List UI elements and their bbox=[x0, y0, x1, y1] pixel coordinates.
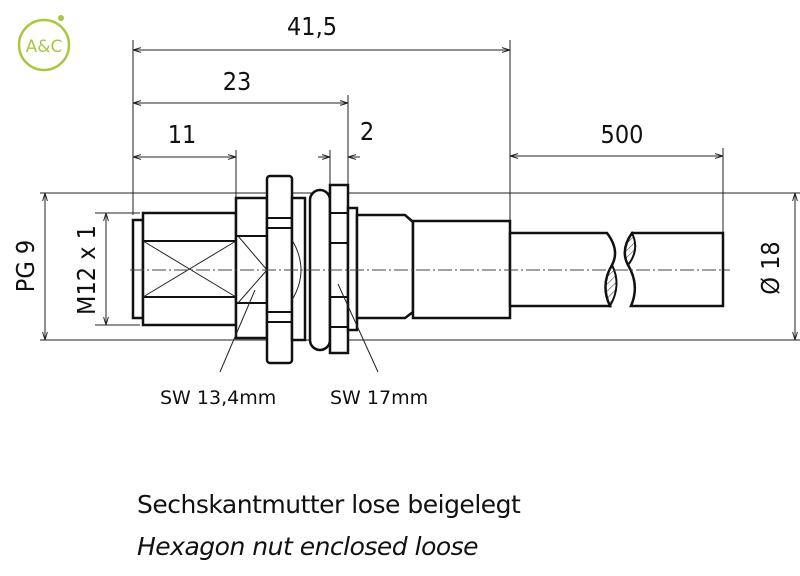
dimension-lines bbox=[45, 50, 795, 340]
dim-gap: 2 bbox=[360, 117, 374, 146]
logo: A&C bbox=[17, 15, 71, 72]
connector bbox=[131, 174, 725, 365]
logo-text: A&C bbox=[26, 37, 63, 57]
dim-cable-length: 500 bbox=[601, 120, 644, 149]
wrench-size-2: SW 17mm bbox=[330, 387, 428, 409]
dim-overall-length: 41,5 bbox=[287, 12, 337, 41]
leader-lines bbox=[219, 283, 379, 373]
dim-pg-thread: PG 9 bbox=[11, 240, 40, 292]
note-english: Hexagon nut enclosed loose bbox=[137, 532, 479, 561]
dim-diameter: Ø 18 bbox=[756, 241, 785, 294]
note-german: Sechskantmutter lose beigelegt bbox=[137, 490, 521, 519]
wrench-size-1: SW 13,4mm bbox=[160, 387, 276, 409]
dim-thread-length: 11 bbox=[168, 120, 197, 149]
extension-lines bbox=[40, 40, 800, 341]
dim-body-length: 23 bbox=[223, 67, 252, 96]
dim-metric-thread: M12 x 1 bbox=[72, 225, 101, 315]
